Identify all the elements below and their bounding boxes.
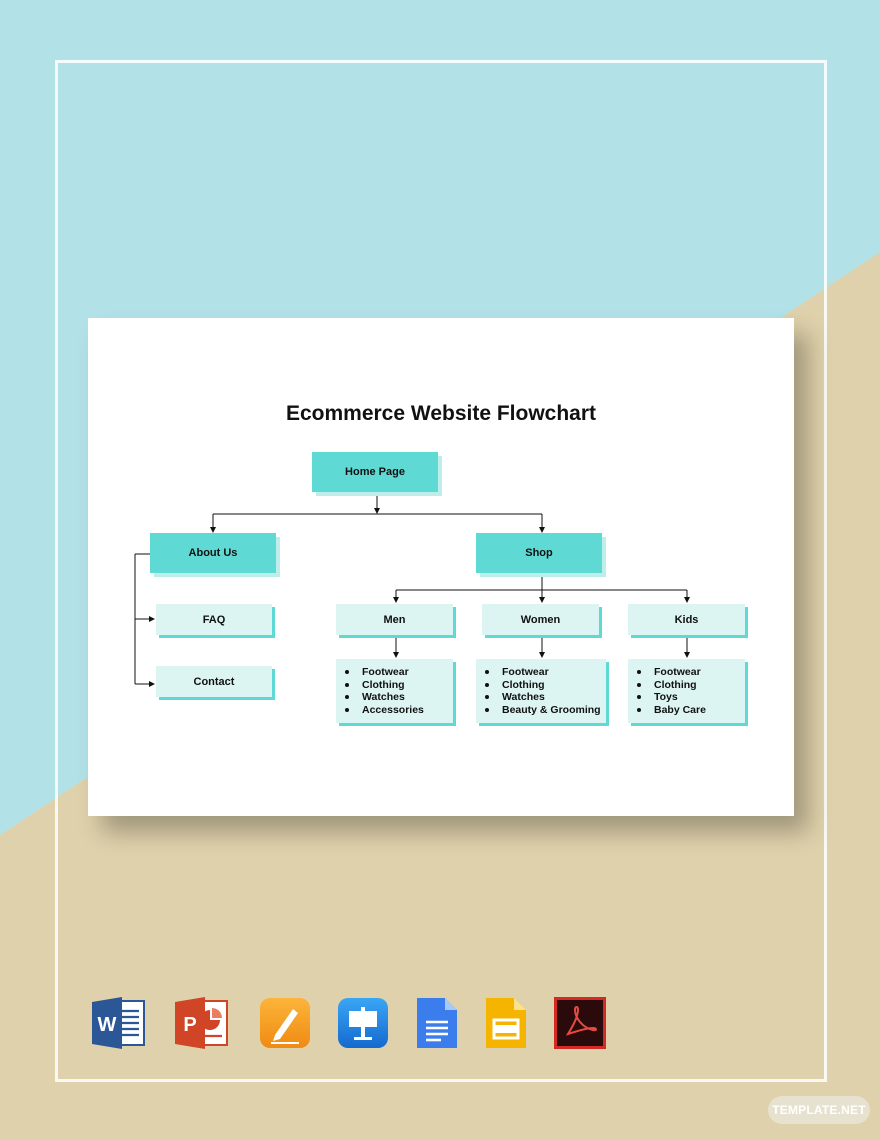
google-slides-icon[interactable] — [484, 996, 528, 1050]
list-kids: Footwear Clothing Toys Baby Care — [628, 659, 745, 723]
decorative-frame — [55, 60, 827, 1082]
list-item: Watches — [484, 691, 606, 704]
node-kids: Kids — [628, 604, 745, 635]
list-item: Watches — [344, 691, 453, 704]
flowchart-card: Ecommerce Website Flowchart — [88, 318, 794, 816]
list-item: Clothing — [484, 679, 606, 692]
list-men: Footwear Clothing Watches Accessories — [336, 659, 453, 723]
flowchart-title: Ecommerce Website Flowchart — [285, 402, 597, 425]
node-label: About Us — [188, 547, 238, 559]
node-contact: Contact — [156, 666, 272, 697]
node-label: Shop — [525, 547, 553, 559]
apple-keynote-icon[interactable] — [337, 997, 389, 1049]
node-label: Home Page — [345, 466, 405, 478]
node-about-us: About Us — [150, 533, 276, 573]
list-item: Baby Care — [636, 704, 745, 717]
microsoft-word-icon[interactable]: W — [92, 996, 148, 1050]
microsoft-powerpoint-icon[interactable]: P — [175, 996, 231, 1050]
list-item: Beauty & Grooming — [484, 704, 606, 717]
template-net-watermark[interactable]: TEMPLATE.NET — [768, 1096, 870, 1124]
node-label: Contact — [193, 675, 235, 688]
node-shop: Shop — [476, 533, 602, 573]
node-home-page: Home Page — [312, 452, 438, 492]
list-item: Clothing — [344, 679, 453, 692]
apple-pages-icon[interactable] — [259, 997, 311, 1049]
list-item: Footwear — [636, 666, 745, 679]
node-men: Men — [336, 604, 453, 635]
svg-text:W: W — [98, 1014, 117, 1036]
google-docs-icon[interactable] — [415, 996, 459, 1050]
list-women: Footwear Clothing Watches Beauty & Groom… — [476, 659, 606, 723]
adobe-pdf-icon[interactable] — [553, 996, 607, 1050]
node-faq: FAQ — [156, 604, 272, 635]
list-item: Toys — [636, 691, 745, 704]
node-label: Men — [383, 613, 406, 626]
node-label: Women — [520, 613, 561, 626]
node-label: Kids — [674, 613, 699, 626]
node-label: FAQ — [202, 613, 226, 626]
list-item: Clothing — [636, 679, 745, 692]
flowchart-connectors — [134, 495, 690, 687]
list-item: Footwear — [484, 666, 606, 679]
node-women: Women — [482, 604, 599, 635]
list-item: Footwear — [344, 666, 453, 679]
list-item: Accessories — [344, 704, 453, 717]
svg-text:P: P — [183, 1014, 196, 1036]
